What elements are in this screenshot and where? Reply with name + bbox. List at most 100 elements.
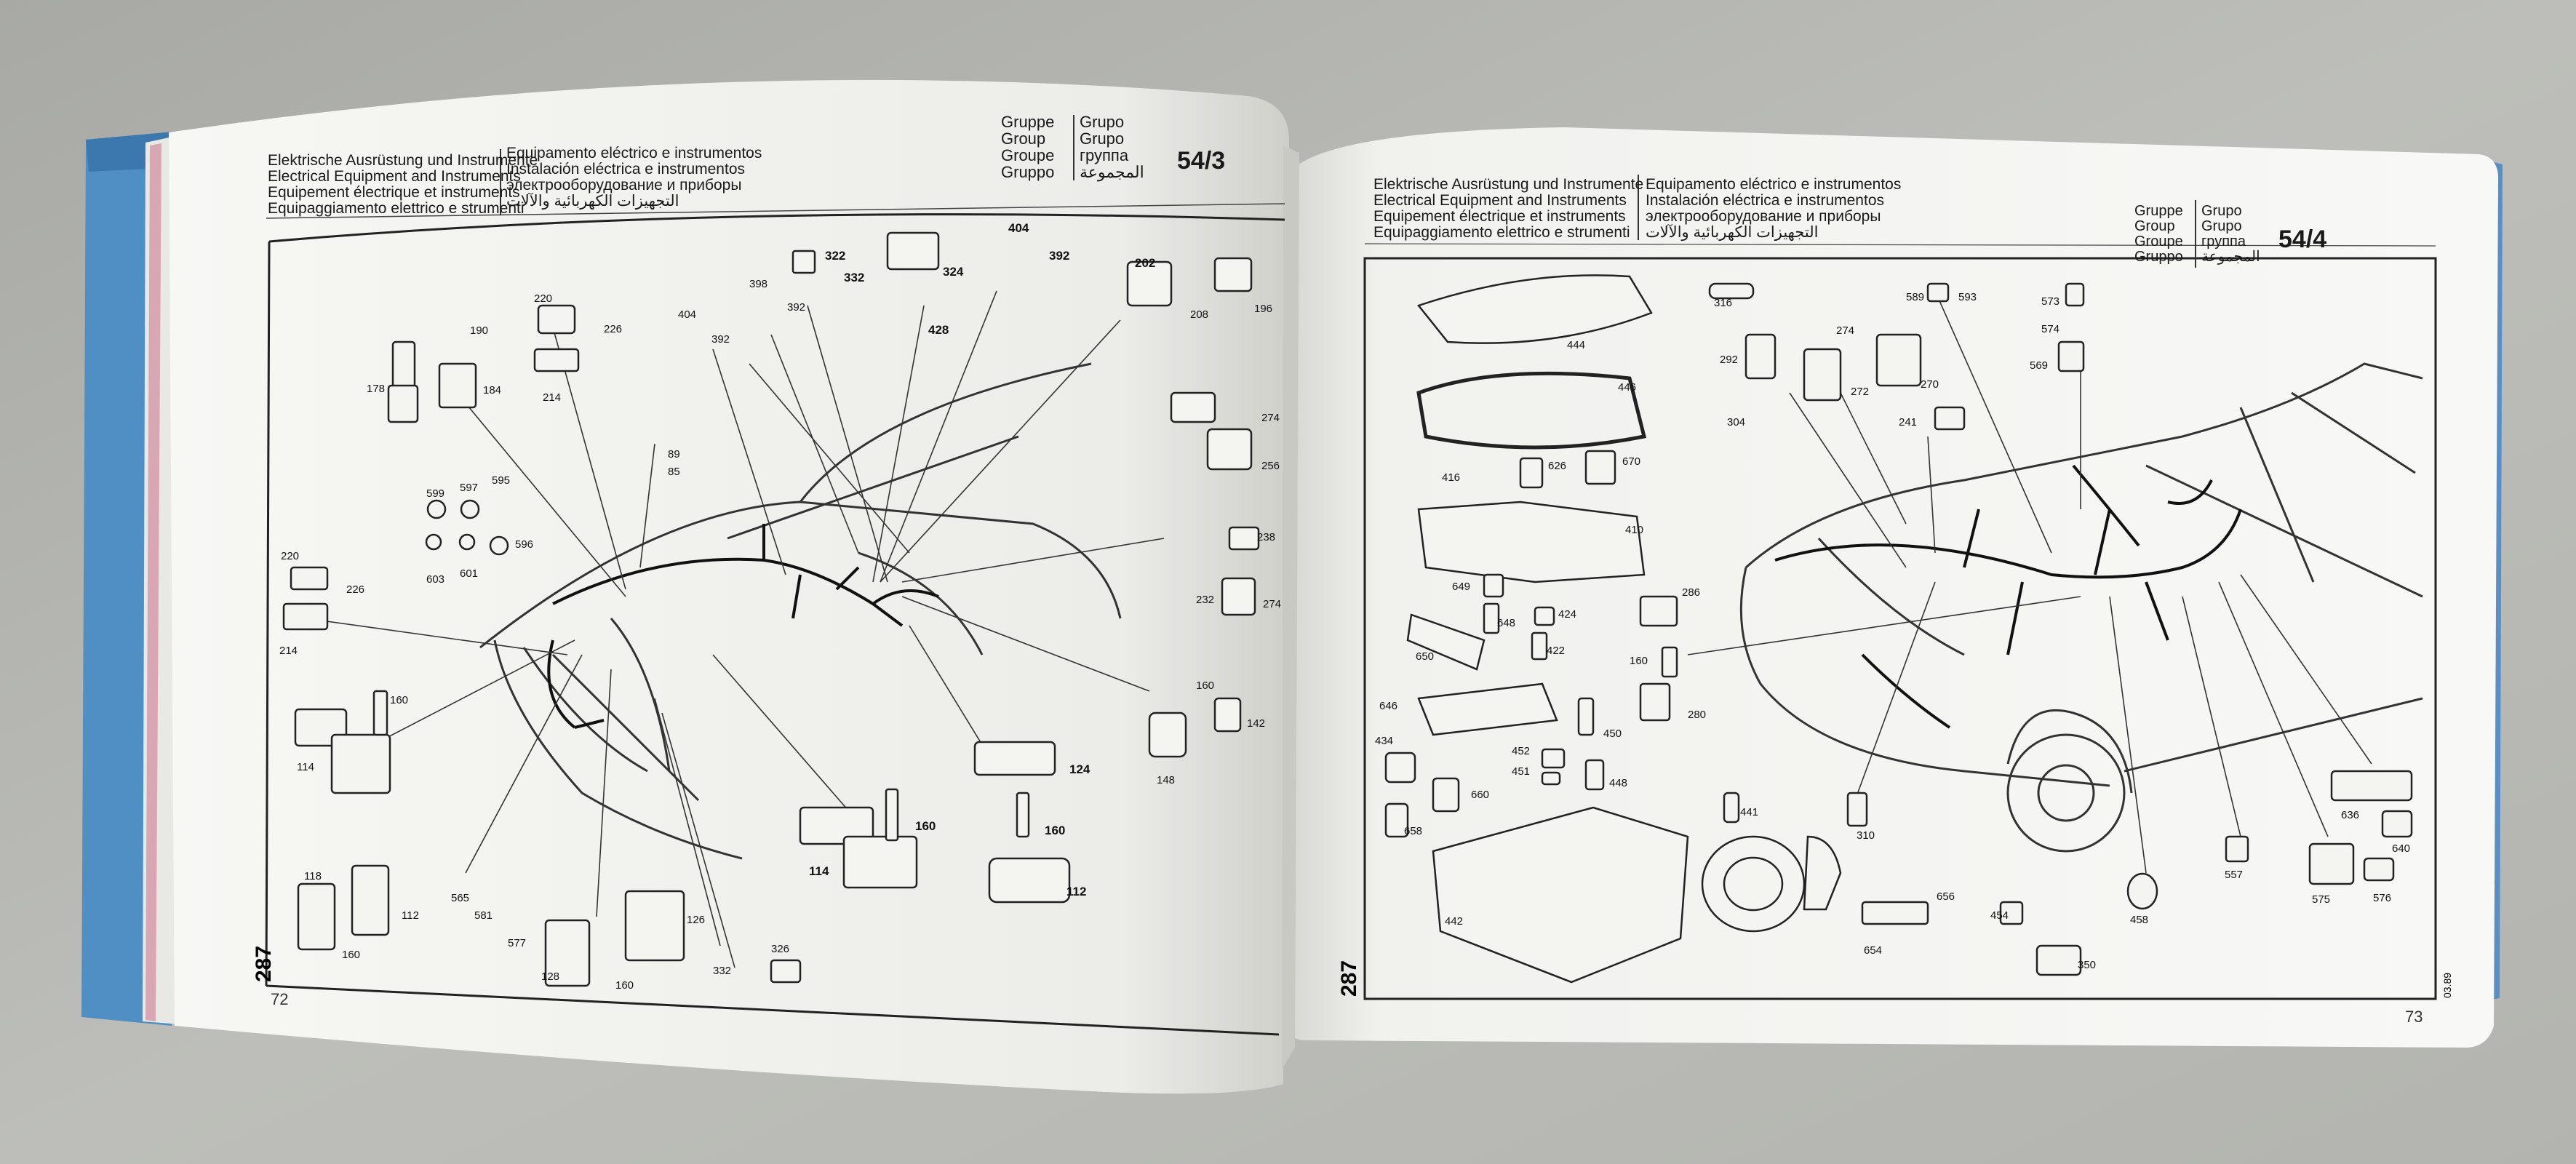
left-header-col2: Equipamento eléctrico e instrumentos Ins… — [506, 145, 762, 210]
part-label: 316 — [1714, 297, 1733, 309]
part-label: 226 — [604, 323, 623, 335]
part-label: 128 — [541, 970, 560, 983]
right-wiring-harness — [1774, 464, 2242, 729]
left-header-line: Equipamento eléctrico e instrumentos — [506, 145, 762, 162]
group-word: Grupo — [1080, 113, 1125, 131]
part-label: 124 — [1069, 762, 1090, 776]
left-header-line: электрооборудование и приборы — [506, 177, 742, 194]
left-group-words-a: Gruppe Group Groupe Gruppo — [1001, 113, 1054, 180]
group-word: المجموعة — [1080, 163, 1144, 182]
group-word: Group — [1001, 129, 1046, 148]
left-header-line: التجهيزات الكهربائية والآلات — [506, 193, 679, 210]
part-label: 646 — [1379, 700, 1398, 712]
part-label: 112 — [402, 909, 419, 922]
part-label: 241 — [1899, 416, 1918, 428]
part-label: 274 — [1263, 598, 1282, 610]
part-label: 326 — [771, 943, 790, 955]
part-label: 160 — [342, 949, 361, 961]
part-label: 274 — [1261, 412, 1280, 424]
part-label: 595 — [492, 474, 511, 487]
part-label: 392 — [787, 301, 806, 314]
part-label: 160 — [390, 694, 409, 706]
part-label: 89 — [668, 448, 680, 461]
part-label: 190 — [470, 324, 489, 337]
group-word: Gruppo — [2134, 249, 2183, 265]
part-label: 148 — [1157, 774, 1176, 786]
part-label: 214 — [543, 391, 562, 404]
part-label: 428 — [928, 323, 949, 337]
part-label: 160 — [915, 819, 936, 833]
part-label: 601 — [460, 567, 479, 580]
part-label: 640 — [2392, 842, 2411, 855]
left-header-line: Elektrische Ausrüstung und Instrumente — [268, 152, 538, 169]
part-label: 184 — [483, 384, 502, 396]
left-header-line: Electrical Equipment and Instruments — [268, 168, 521, 186]
part-label: 272 — [1851, 386, 1870, 398]
part-label: 310 — [1857, 829, 1875, 842]
right-car-drawing — [1739, 362, 2423, 853]
part-label: 648 — [1497, 617, 1516, 629]
right-parts-sketches — [1384, 274, 2413, 984]
part-label: 656 — [1937, 890, 1955, 903]
right-header-line: Electrical Equipment and Instruments — [1373, 192, 1627, 210]
left-leader-lines — [305, 290, 1165, 968]
part-label: 286 — [1682, 586, 1701, 599]
part-label: 160 — [1196, 679, 1215, 692]
part-label: 452 — [1512, 745, 1531, 757]
right-group-number: 54/4 — [2278, 226, 2327, 253]
part-label: 142 — [1247, 717, 1266, 730]
group-word: Gruppo — [1001, 163, 1055, 182]
part-label: 208 — [1190, 308, 1209, 321]
part-label: 226 — [346, 583, 365, 596]
part-label: 404 — [1008, 221, 1029, 235]
part-label: 274 — [1836, 324, 1855, 337]
right-header-line: Equipamento eléctrico e instrumentos — [1646, 176, 1902, 193]
part-label: 444 — [1567, 339, 1586, 351]
part-label: 451 — [1512, 765, 1531, 778]
part-label: 434 — [1375, 735, 1394, 747]
group-word: Gruppe — [1001, 113, 1055, 131]
part-label: 238 — [1257, 531, 1276, 543]
part-label: 650 — [1416, 650, 1435, 663]
part-label: 220 — [534, 292, 553, 305]
part-label: 576 — [2373, 892, 2392, 904]
part-label: 332 — [844, 271, 865, 284]
part-label: 85 — [668, 466, 680, 478]
left-wiring-harness — [547, 524, 939, 729]
part-label: 232 — [1196, 594, 1215, 606]
right-leader-lines — [1687, 290, 2372, 874]
right-header-col2: Equipamento eléctrico e instrumentos Ins… — [1646, 176, 1902, 241]
part-label: 404 — [678, 308, 697, 321]
part-label: 196 — [1254, 303, 1273, 315]
left-group-words-b: Grupo Grupo группа المجموعة — [1080, 113, 1144, 180]
part-label: 658 — [1404, 825, 1423, 837]
part-label: 202 — [1135, 256, 1156, 270]
part-label: 442 — [1445, 915, 1464, 928]
part-label: 574 — [2041, 323, 2060, 335]
part-label: 422 — [1547, 645, 1566, 657]
part-label: 416 — [1442, 471, 1461, 484]
part-label: 654 — [1864, 944, 1883, 957]
right-header-col1: Elektrische Ausrüstung und Instrumente E… — [1373, 176, 1644, 241]
part-label: 581 — [474, 909, 493, 922]
part-label: 160 — [1045, 824, 1066, 837]
right-header-line: Elektrische Ausrüstung und Instrumente — [1373, 176, 1644, 193]
part-label: 636 — [2341, 809, 2360, 821]
part-label: 593 — [1958, 291, 1977, 303]
part-label: 603 — [426, 573, 445, 586]
left-header-line: Instalación eléctrica e instrumentos — [506, 161, 745, 178]
group-word: Group — [2134, 218, 2175, 234]
part-label: 214 — [279, 645, 298, 657]
part-label: 410 — [1625, 524, 1644, 536]
left-side-number: 287 — [252, 945, 276, 982]
part-label: 112 — [1066, 885, 1087, 898]
right-side-number: 287 — [1337, 960, 1361, 997]
part-label: 458 — [2130, 914, 2149, 926]
left-header-col1: Elektrische Ausrüstung und Instrumente E… — [268, 152, 538, 217]
part-label: 114 — [297, 761, 314, 773]
right-header-line: Instalación eléctrica e instrumentos — [1646, 192, 1884, 210]
group-word: группа — [1080, 146, 1129, 165]
group-word: Gruppe — [2134, 203, 2183, 219]
right-page-number: 73 — [2405, 1008, 2423, 1026]
part-label: 626 — [1548, 460, 1567, 472]
